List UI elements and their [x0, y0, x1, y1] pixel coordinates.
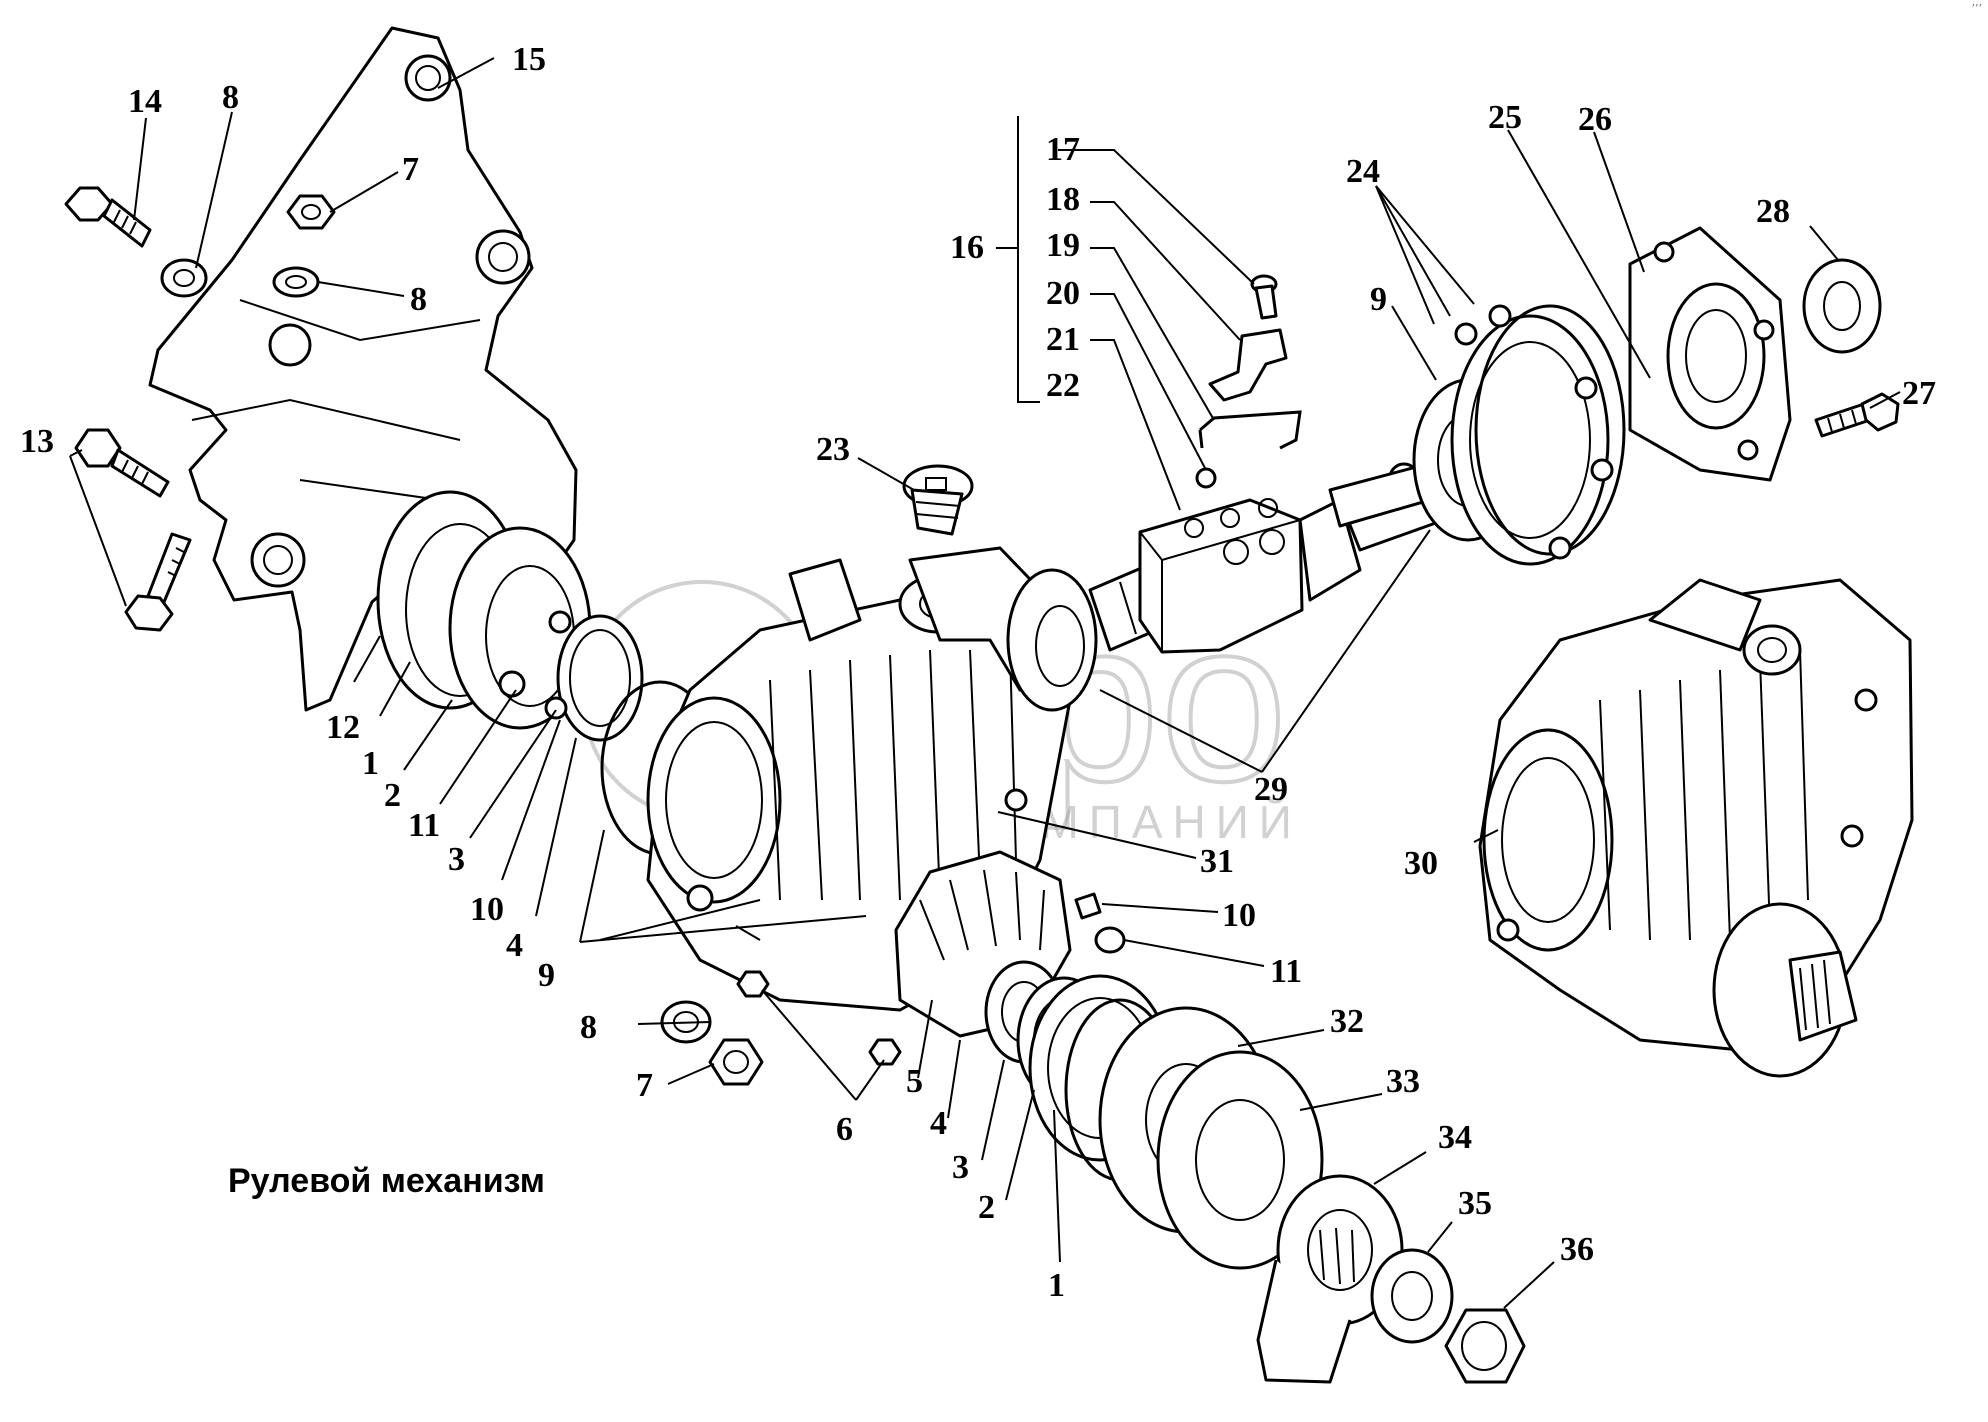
callout-10-right: 10: [1222, 897, 1256, 934]
callout-2-right: 2: [978, 1189, 995, 1226]
plug-23: [902, 464, 974, 536]
part-18-clip: [1208, 328, 1288, 402]
callout-20: 20: [1046, 275, 1080, 312]
callout-30: 30: [1404, 845, 1438, 882]
callout-21: 21: [1046, 321, 1080, 358]
callout-11-right: 11: [1270, 953, 1302, 990]
callout-13: 13: [20, 423, 54, 460]
callout-4-left: 4: [506, 927, 523, 964]
callout-3-left: 3: [448, 841, 465, 878]
callout-34: 34: [1438, 1119, 1472, 1156]
left-cover-assembly: [376, 490, 720, 856]
callout-2-left: 2: [384, 777, 401, 814]
callout-25: 25: [1488, 99, 1522, 136]
callout-32: 32: [1330, 1003, 1364, 1040]
callout-9-left: 9: [538, 957, 555, 994]
callout-8-top: 8: [222, 79, 239, 116]
callout-23: 23: [816, 431, 850, 468]
nut-7-bottom: [708, 1038, 764, 1086]
washer-8-mid: [272, 266, 320, 298]
callout-19: 19: [1046, 227, 1080, 264]
assembled-gear-view: [1478, 578, 1914, 1078]
callout-33: 33: [1386, 1063, 1420, 1100]
stud-6: [736, 970, 902, 1066]
callout-1-right: 1: [1048, 1267, 1065, 1304]
callout-29: 29: [1254, 771, 1288, 808]
callout-9-right: 9: [1370, 281, 1387, 318]
callout-28: 28: [1756, 193, 1790, 230]
callout-7-top: 7: [402, 151, 419, 188]
callout-16: 16: [950, 229, 984, 266]
callout-12: 12: [326, 709, 360, 746]
diagram-title: Рулевой механизм: [228, 1162, 545, 1200]
callout-36: 36: [1560, 1231, 1594, 1268]
leader-lines: [69, 57, 1901, 1309]
pins-10-11: [1074, 892, 1126, 954]
callout-4-right: 4: [930, 1105, 947, 1142]
callout-1-left: 1: [362, 745, 379, 782]
callout-8-bottom: 8: [580, 1009, 597, 1046]
washer-8-top: [160, 258, 208, 298]
nut-7-top: [286, 194, 336, 230]
callout-15: 15: [512, 41, 546, 78]
part-20-ball: [1195, 467, 1217, 489]
callout-8-mid: 8: [410, 281, 427, 318]
callout-24: 24: [1346, 153, 1380, 190]
callout-14: 14: [128, 83, 162, 120]
callout-22: 22: [1046, 367, 1080, 404]
callout-18: 18: [1046, 181, 1080, 218]
input-shaft-cover: [1328, 226, 1882, 566]
callout-11-left: 11: [408, 807, 440, 844]
callout-31: 31: [1200, 843, 1234, 880]
bolt-13-lower: [124, 532, 192, 632]
nut-36: [1444, 1308, 1526, 1384]
callout-3-right: 3: [952, 1149, 969, 1186]
callout-26: 26: [1578, 101, 1612, 138]
corner-mark: ’’’: [1971, 2, 1983, 15]
callout-35: 35: [1458, 1185, 1492, 1222]
bolt-13-upper: [74, 428, 170, 498]
callout-7-bottom: 7: [636, 1067, 653, 1104]
part-17-screw: [1250, 274, 1278, 320]
bolt-14: [64, 186, 152, 248]
callout-10-left: 10: [470, 891, 504, 928]
callout-6: 6: [836, 1111, 853, 1148]
callout-17: 17: [1046, 131, 1080, 168]
callout-27: 27: [1902, 375, 1936, 412]
bolt-27: [1814, 392, 1900, 438]
seal-ring-stack: [984, 960, 1324, 1270]
part-19-wire: [1198, 410, 1302, 450]
washer-35: [1370, 1248, 1454, 1344]
callout-5: 5: [906, 1063, 923, 1100]
callout-numbers: 15 14 8 7 8 13 12 1 2 11 3 10 4 9 17 18 …: [20, 41, 1936, 1304]
